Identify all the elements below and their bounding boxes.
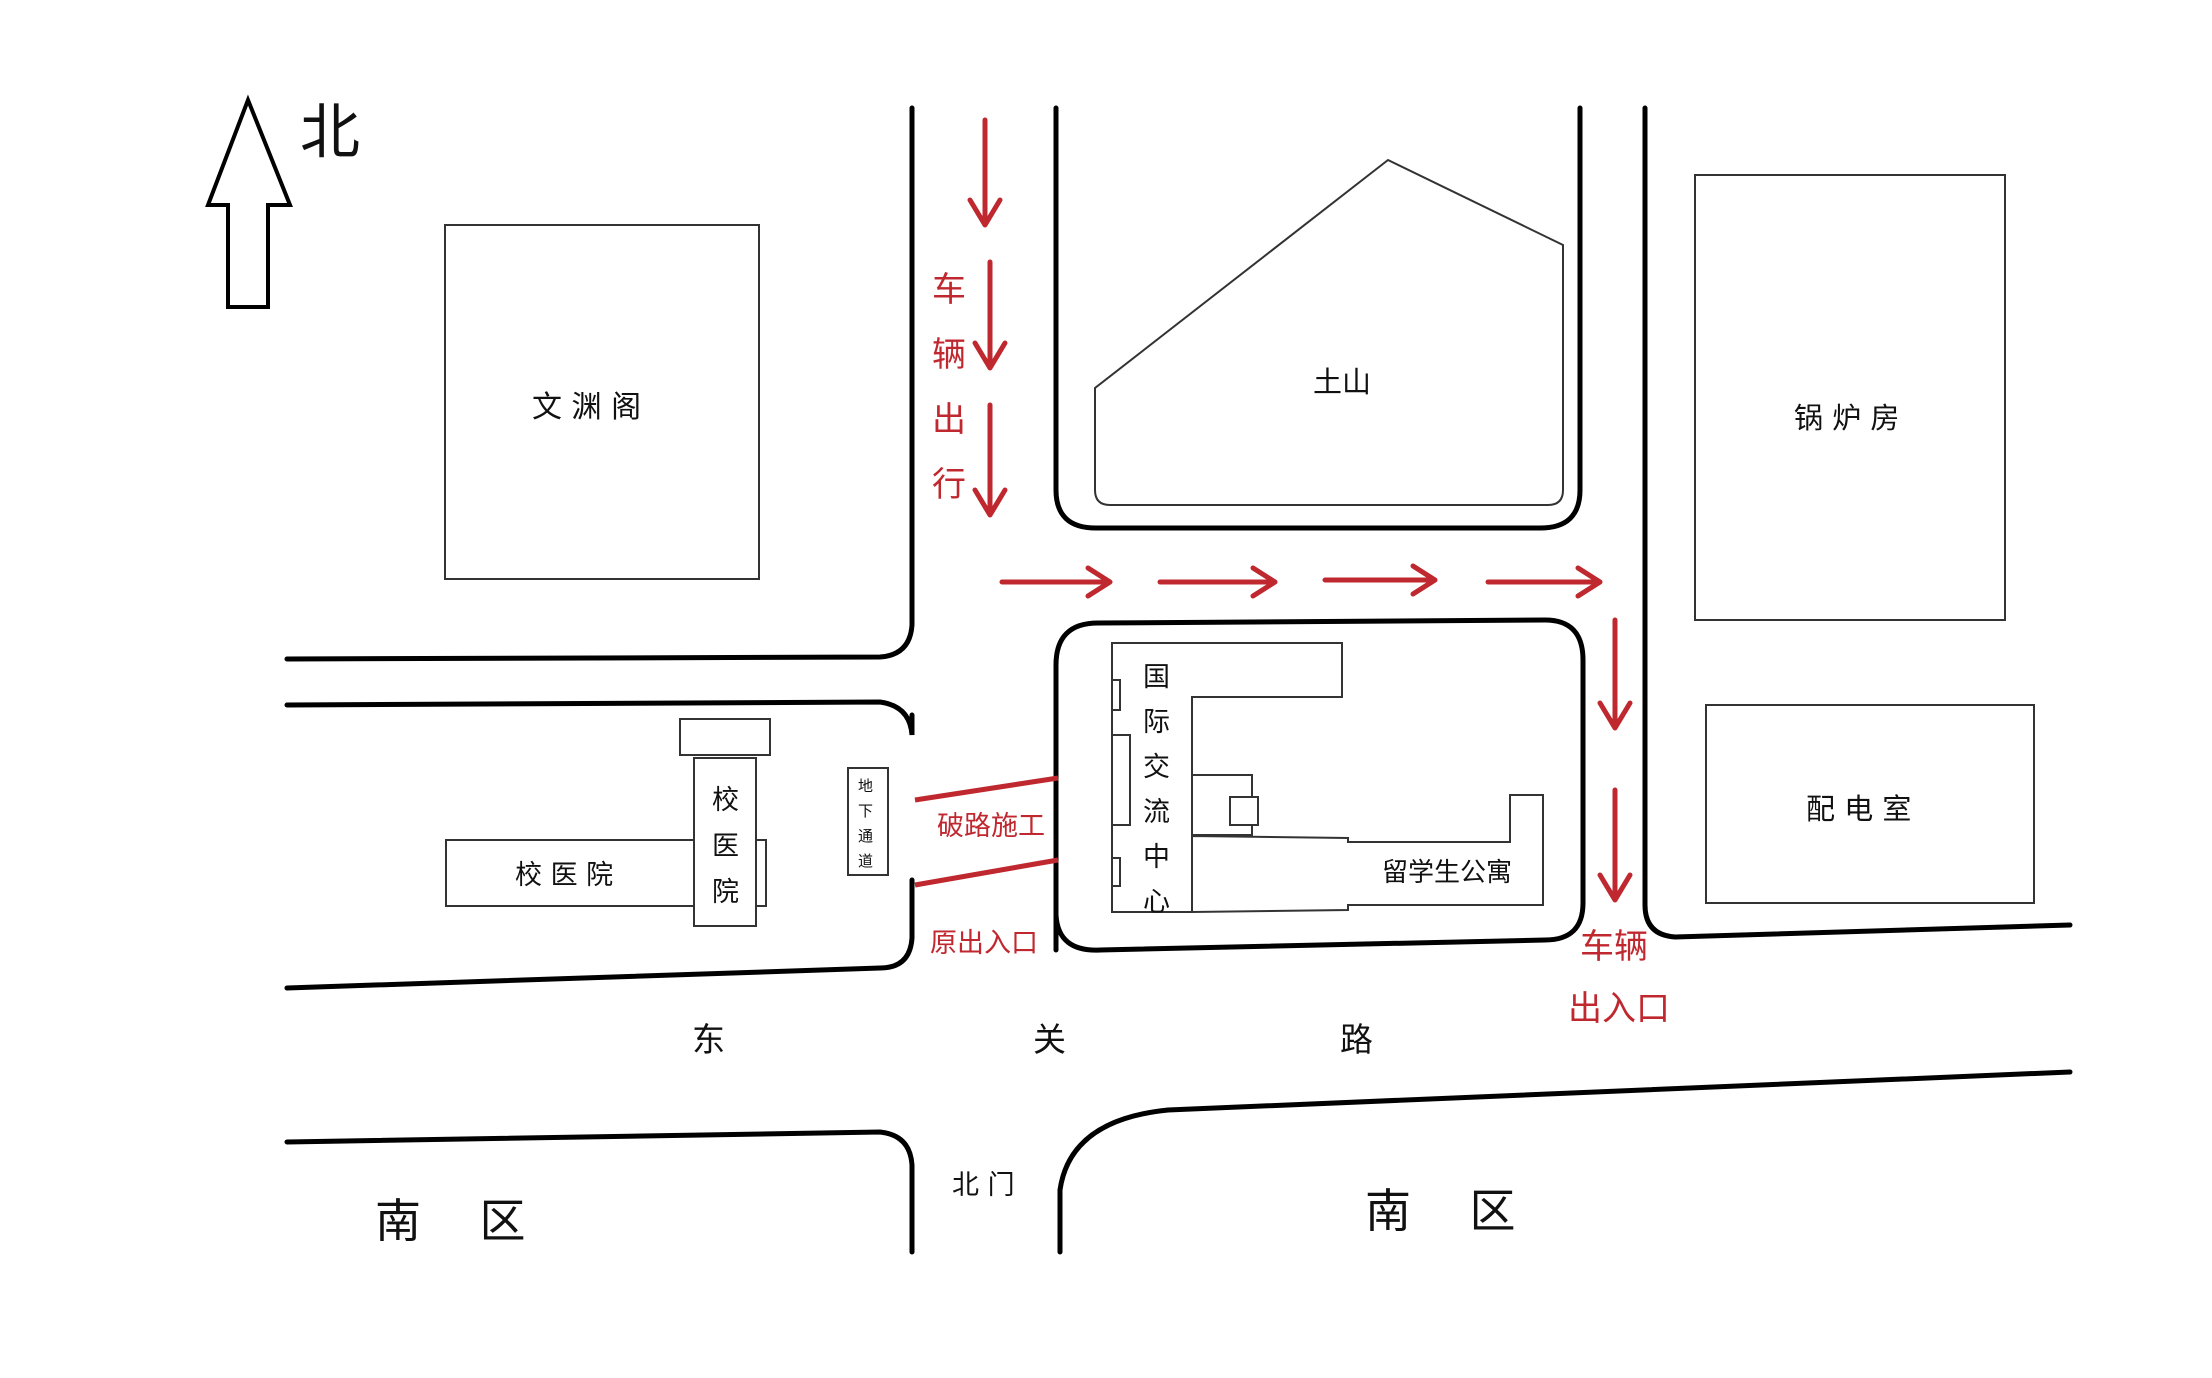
power-room-label: 配 电 室	[1806, 792, 1912, 826]
boiler-room-label: 锅 炉 房	[1794, 401, 1900, 435]
arrow-right-icon	[1322, 563, 1438, 597]
intl-center-window-1	[1111, 679, 1121, 711]
arrow-down-icon	[972, 259, 1008, 371]
intl-center-char: 交	[1143, 752, 1170, 783]
hospital-top-building	[679, 718, 771, 756]
intl-center-char: 流	[1143, 797, 1170, 828]
hospital-v-char: 院	[712, 877, 739, 908]
vehicle-travel-char: 车	[932, 270, 966, 310]
tushan-building	[1094, 158, 1564, 506]
hospital-v-char: 校	[712, 785, 739, 816]
road-edge-east	[1642, 105, 2073, 940]
construction-label: 破路施工	[937, 811, 1045, 842]
road-edge-south-w	[284, 1129, 915, 1255]
vehicle-travel-char: 行	[932, 465, 966, 505]
intl-center-building	[1111, 642, 1343, 913]
wenyuange-label: 文 渊 阁	[532, 390, 642, 425]
vehicle-entrance-label-1: 车辆	[1580, 927, 1648, 967]
road-edge-south-e	[1057, 1069, 2073, 1255]
south-zone-right-label: 南 区	[1365, 1184, 1516, 1238]
underpass-char: 道	[858, 852, 874, 870]
vehicle-travel-char: 辆	[932, 335, 966, 375]
wenyuange-building	[444, 224, 760, 580]
road-edge-w-block	[284, 877, 915, 991]
boiler-room-building	[1694, 174, 2006, 621]
road-char: 东	[692, 1020, 725, 1059]
road-char: 路	[1340, 1020, 1373, 1059]
intl-center-char: 国	[1143, 662, 1170, 693]
intl-center-window-2	[1111, 734, 1131, 826]
intl-center-window-3	[1111, 857, 1121, 887]
road-edge-tushan-left	[1053, 105, 1583, 531]
vehicle-travel-char: 出	[932, 400, 966, 440]
construction-road	[914, 775, 1059, 888]
hospital-h-label: 校 医 院	[515, 860, 614, 891]
construction-line-top	[914, 775, 1059, 803]
underpass-char: 下	[858, 802, 874, 820]
intl-center-char: 中	[1143, 842, 1170, 873]
road-char: 关	[1033, 1020, 1066, 1059]
intl-center-char: 际	[1143, 707, 1170, 738]
old-entrance-label: 原出入口	[930, 928, 1038, 959]
hospital-v-char: 医	[712, 831, 739, 862]
underpass-char: 地	[858, 777, 874, 795]
underpass-building	[847, 767, 889, 876]
construction-line-bottom	[914, 857, 1059, 888]
dorm-building	[1191, 794, 1544, 914]
north-arrow-icon	[205, 94, 293, 309]
road-edge-center-block	[1053, 617, 1586, 953]
arrow-down-icon	[1597, 787, 1633, 903]
south-zone-left-label: 南 区	[375, 1194, 526, 1248]
road-edge-nw	[284, 105, 915, 662]
intl-center-label: 国 际 交 流 中 心	[1143, 655, 1170, 925]
hospital-v-label: 校 医 院	[712, 778, 739, 916]
power-room-building	[1705, 704, 2035, 904]
arrow-down-icon	[967, 117, 1003, 228]
road-edges	[284, 105, 2073, 1255]
north-label: 北	[300, 98, 360, 168]
underpass-label: 地 下 通 道	[858, 774, 873, 874]
tushan-label: 土山	[1313, 365, 1372, 399]
route-arrows	[967, 117, 1633, 903]
intl-center-char: 心	[1143, 887, 1170, 918]
arrow-right-icon	[1485, 565, 1603, 599]
underpass-char: 通	[858, 827, 874, 845]
arrow-right-icon	[1157, 565, 1278, 599]
hospital-v-building	[693, 757, 757, 927]
north-gate-label: 北 门	[952, 1170, 1015, 1201]
dorm-label: 留学生公寓	[1382, 858, 1513, 888]
buildings	[444, 158, 2035, 927]
vehicle-travel-label: 车 辆 出 行	[932, 258, 966, 518]
vehicle-entrance-label-2: 出入口	[1568, 989, 1670, 1029]
arrow-right-icon	[999, 565, 1113, 599]
arrow-down-icon	[972, 402, 1008, 518]
arrow-down-icon	[1597, 617, 1633, 731]
dorm-stair-small	[1229, 796, 1259, 826]
road-edge-w-upper	[284, 699, 915, 736]
